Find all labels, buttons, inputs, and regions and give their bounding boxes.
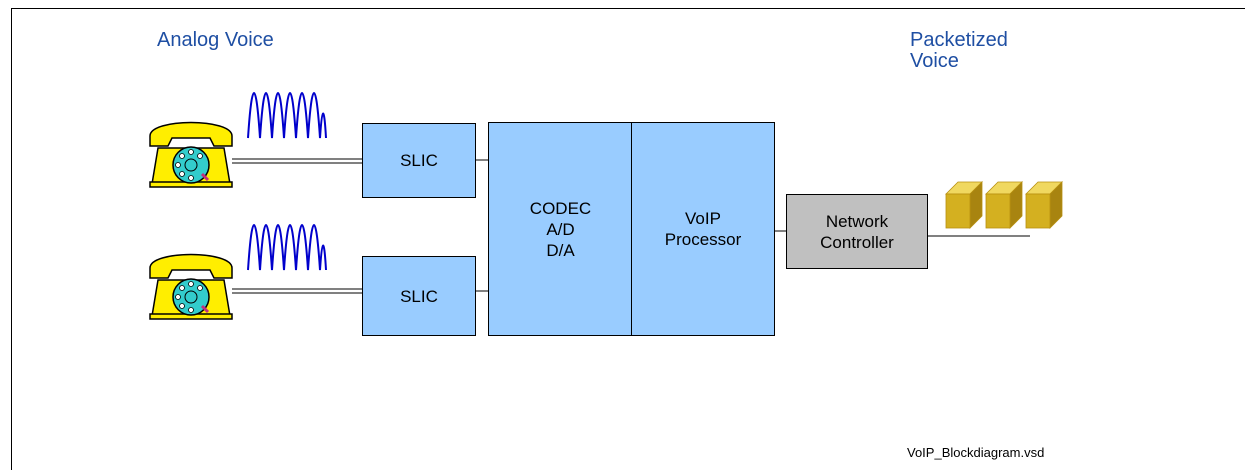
voice-packet-icon <box>985 181 1023 229</box>
processor-label: Processor <box>664 230 742 249</box>
telephone-icon <box>149 121 233 188</box>
slic-block-top: SLIC <box>362 123 476 198</box>
phone-line-bottom <box>232 288 362 294</box>
packetized-voice-label: Packetized Voice <box>910 30 1008 72</box>
codec-label: CODEC <box>529 198 592 218</box>
slic-block-bottom: SLIC <box>362 256 476 336</box>
analog-waveform-icon <box>247 224 327 271</box>
packetized-voice-line-2: Voice <box>910 50 959 72</box>
voip-processor-block: VoIP Processor <box>631 122 775 336</box>
voice-packet-icon <box>945 181 983 229</box>
network-label: Network <box>825 211 889 231</box>
analog-waveform-icon <box>247 92 327 139</box>
slic-bottom-label: SLIC <box>400 286 438 306</box>
diagram-frame <box>11 8 1245 470</box>
diagram-filename: VoIP_Blockdiagram.vsd <box>907 445 1045 460</box>
voip-label: VoIP <box>685 209 721 228</box>
packetized-voice-line-1: Packetized <box>910 29 1008 51</box>
controller-label: Controller <box>820 232 894 252</box>
analog-voice-label: Analog Voice <box>157 29 274 51</box>
codec-block: CODEC A/D D/A <box>488 122 633 336</box>
codec-ad-label: A/D <box>546 219 575 239</box>
network-controller-block: Network Controller <box>786 194 928 269</box>
telephone-icon <box>149 253 233 320</box>
codec-da-label: D/A <box>546 240 575 260</box>
voice-packet-icon <box>1025 181 1063 229</box>
slic-top-label: SLIC <box>400 151 438 170</box>
phone-line-top <box>232 158 362 164</box>
